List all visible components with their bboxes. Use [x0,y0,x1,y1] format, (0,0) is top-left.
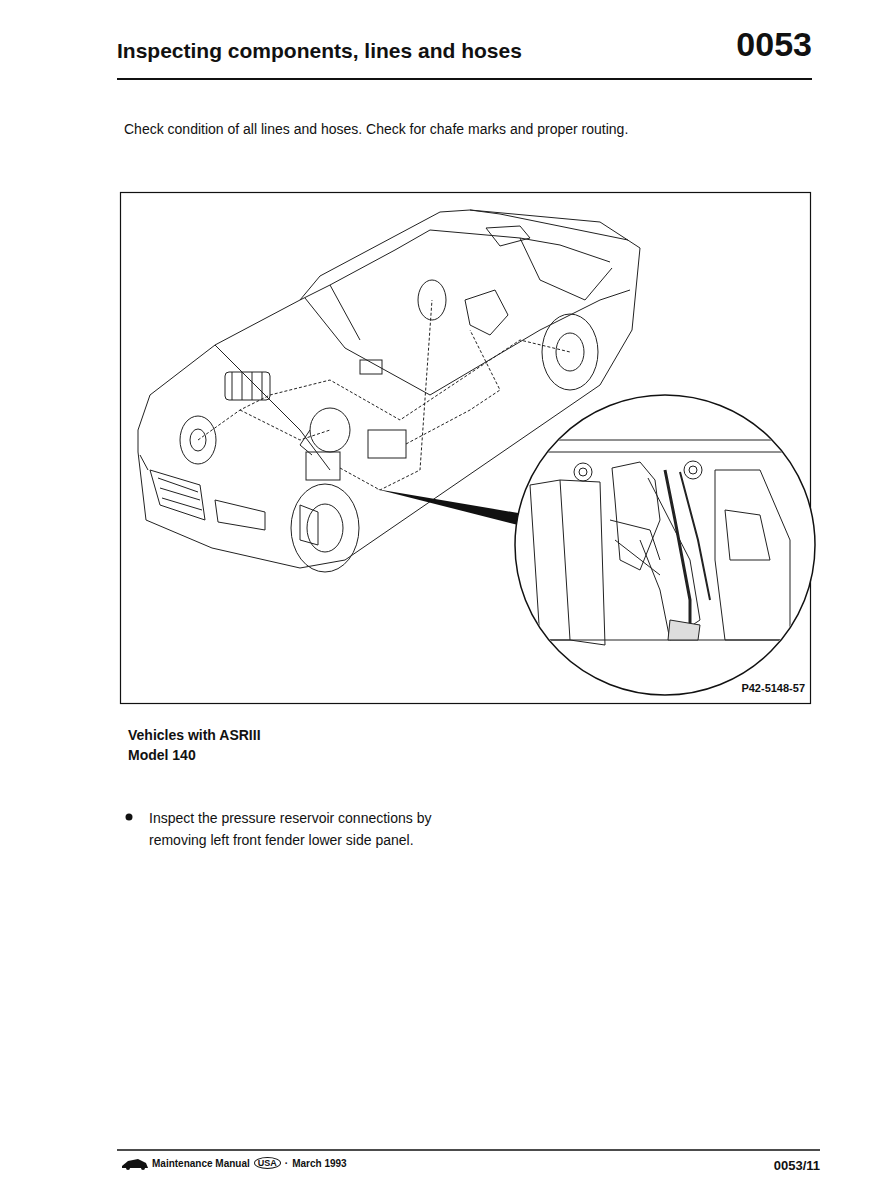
bullet [126,814,133,821]
mount-bolt [689,466,697,474]
fender-panel [530,480,570,640]
car-logo-wheel [141,1166,145,1170]
headlight-left [140,455,148,470]
hydraulic-unit [368,430,406,458]
rear-axle-unit [465,290,508,335]
region-mark: USA [254,1157,281,1169]
page-title: Inspecting components, lines and hoses [117,38,522,63]
mount-bolt [579,468,587,476]
roof-line [300,230,610,300]
a-pillar [330,285,360,340]
panel-edge [515,452,815,453]
rear-wheel [542,314,598,390]
grille-bars [158,478,202,510]
separator: · [285,1158,288,1169]
brake-line [340,300,432,490]
manual-name: Maintenance Manual [152,1158,250,1169]
bullet-text: Inspect the pressure reservoir connectio… [149,808,449,851]
inset-circle [515,395,815,695]
fender-panel [560,480,605,645]
mount-bolt [574,463,592,481]
rear-light [486,226,530,246]
grille [150,470,205,520]
front-caliper [300,505,318,545]
master-cylinder [300,430,312,455]
car-logo-wheel [126,1166,130,1170]
hood-line [215,345,330,470]
trunk-lid [470,210,628,240]
inset-detail [515,395,815,695]
brake-line [198,340,570,440]
reservoir-ribs [232,372,262,400]
model-heading: Model 140 [128,747,196,764]
header-rule [117,78,812,80]
panel-edge [515,440,815,441]
headlight [215,500,265,530]
vehicle-heading: Vehicles with ASRIII [128,727,261,744]
section-number: 0053 [736,24,812,65]
brake-booster [310,408,350,452]
footer-row: Maintenance Manual USA · March 1993 [152,1157,347,1169]
instruction-text: Check condition of all lines and hoses. … [124,121,628,138]
issue-date: March 1993 [292,1158,346,1169]
rear-hub [556,333,584,371]
figure-number: P42-5148-57 [739,682,807,695]
clip [668,620,700,640]
footer-rule [117,1149,820,1151]
rear-window [520,238,612,300]
cover-detail [725,510,770,560]
line [680,472,710,600]
mount-bolt [684,461,702,479]
brake-line [240,330,500,444]
reservoir [225,372,270,400]
cover [715,470,790,640]
floor-line [520,640,810,641]
leader-wedge [376,489,524,526]
page-number: 0053/11 [774,1158,820,1174]
control-module [360,360,382,374]
front-wheel [291,484,359,572]
front-brake-disc [307,504,343,552]
connection [610,520,660,575]
windshield-base [305,298,430,395]
pressure-reservoir [612,462,660,570]
pressure-reservoir [306,452,340,480]
